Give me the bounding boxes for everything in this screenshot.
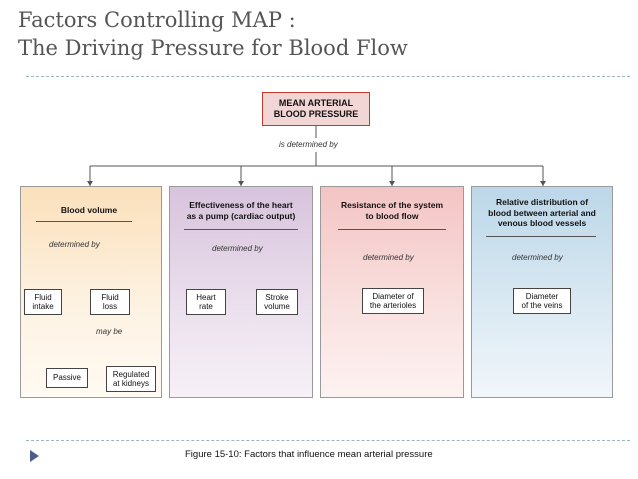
- panel-4-title: Relative distribution of blood between a…: [473, 197, 611, 229]
- box-regulated-line-1: Regulated: [112, 369, 150, 379]
- panel-1-connector-label: determined by: [49, 240, 100, 249]
- box-heart-rate-line-2: rate: [199, 302, 213, 311]
- panel-1-title-text: Blood volume: [60, 205, 118, 215]
- panel-3-connector-label: determined by: [363, 253, 414, 262]
- panel-2-title: Effectiveness of the heart as a pump (ca…: [171, 200, 311, 221]
- box-fluid-loss-line-1: Fluid: [101, 292, 119, 302]
- box-passive: Passive: [46, 368, 88, 388]
- panel-1-underline: [36, 221, 132, 222]
- bullet-arrow-icon: [30, 450, 39, 462]
- panel-4-title-line-3: venous blood vessels: [497, 218, 587, 228]
- box-heart-rate-line-1: Heart: [196, 292, 216, 302]
- slide-title-line-2: The Driving Pressure for Blood Flow: [18, 36, 408, 60]
- panel-3-title-line-2: to blood flow: [365, 210, 419, 221]
- panel-2-title-line-1: Effectiveness of the heart: [189, 200, 293, 210]
- panel-2-connector-label: determined by: [212, 244, 263, 253]
- root-label-line-1: MEAN ARTERIAL: [278, 98, 354, 108]
- box-fluid-loss-line-2: loss: [102, 302, 118, 311]
- panel-1-title: Blood volume: [40, 205, 138, 216]
- panel-1-sub-connector-label: may be: [96, 327, 123, 336]
- root-connector-label: is determined by: [279, 140, 338, 149]
- panel-3-underline: [338, 229, 446, 230]
- figure-caption: Figure 15-10: Factors that influence mea…: [185, 449, 433, 460]
- slide-title-line-1: Factors Controlling MAP :: [18, 8, 296, 32]
- box-stroke-volume-line-2: volume: [264, 302, 290, 311]
- caption-divider: [26, 440, 630, 441]
- box-arterioles-line-2: the arterioles: [369, 301, 417, 310]
- root-label-line-2: BLOOD PRESSURE: [273, 109, 359, 119]
- box-veins-line-1: Diameter: [525, 291, 559, 301]
- panel-4-title-line-2: blood between arterial and: [488, 207, 596, 218]
- box-fluid-intake-line-2: intake: [32, 302, 54, 311]
- slide-title: Factors Controlling MAP : The Driving Pr…: [18, 6, 408, 62]
- box-veins-line-2: of the veins: [521, 301, 563, 310]
- panel-2-title-line-2: as a pump (cardiac output): [186, 210, 296, 221]
- box-arterioles-line-1: Diameter of: [372, 291, 414, 301]
- box-fluid-intake-line-1: Fluid: [34, 292, 52, 302]
- box-stroke-volume-line-1: Stroke: [265, 292, 289, 302]
- root-box-mean-arterial-pressure: MEAN ARTERIAL BLOOD PRESSURE: [262, 92, 370, 126]
- panel-3-title: Resistance of the system to blood flow: [322, 200, 462, 221]
- panel-3-title-line-1: Resistance of the system: [340, 200, 444, 210]
- panel-4-connector-label: determined by: [512, 253, 563, 262]
- box-regulated-line-2: at kidneys: [112, 379, 149, 388]
- box-passive-line-1: Passive: [52, 373, 81, 383]
- panel-4-underline: [486, 236, 596, 237]
- panel-2-underline: [184, 229, 298, 230]
- panel-4-title-line-1: Relative distribution of: [495, 197, 589, 207]
- title-divider: [26, 76, 630, 77]
